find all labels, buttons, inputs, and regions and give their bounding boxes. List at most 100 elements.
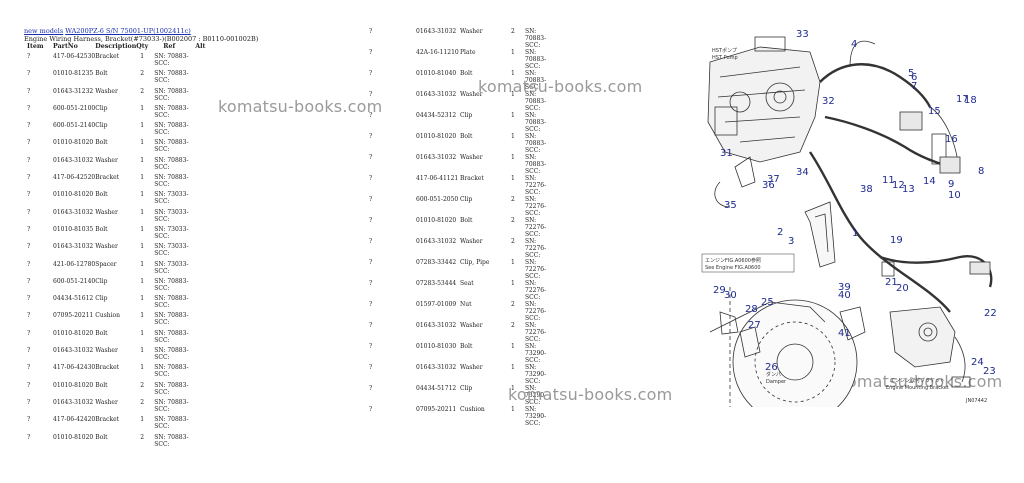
- breadcrumb-link-new-models[interactable]: new models: [24, 27, 64, 35]
- cell-item: ?: [27, 87, 31, 95]
- cell-partno: 01010-81020: [416, 217, 457, 224]
- callout-40: 40: [838, 290, 851, 301]
- cell-ref: SN: 70883-SCC:: [525, 112, 547, 133]
- cell-partno: 417-06-42530: [53, 53, 96, 60]
- cell-qty: 1: [511, 91, 515, 98]
- cell-partno: 04434-52312: [416, 112, 457, 119]
- cell-description: Washer: [95, 87, 118, 95]
- cell-description: Washer: [95, 156, 118, 164]
- cell-qty: 1: [511, 133, 515, 140]
- cell-item: ?: [27, 398, 31, 406]
- cell-partno: 01597-01009: [416, 301, 457, 308]
- cell-description: Bracket: [95, 174, 120, 182]
- cell-item: ?: [27, 53, 31, 60]
- cell-partno: 417-06-42430: [53, 364, 96, 372]
- callout-11: 11: [882, 175, 895, 186]
- callout-34: 34: [796, 167, 809, 178]
- callout-38: 38: [860, 184, 873, 195]
- cell-ref: SN: 72276-SCC:: [525, 280, 547, 301]
- cell-description: Clip: [95, 277, 108, 285]
- cell-item: ?: [27, 312, 31, 320]
- cell-qty: 2: [140, 433, 145, 441]
- cell-ref: SN: 73290-SCC:: [525, 406, 547, 427]
- cell-ref: SN: 70883-SCC:: [154, 398, 189, 413]
- callout-5: 5: [908, 68, 914, 79]
- cell-partno: 01010-81020: [53, 433, 94, 441]
- callout-28: 28: [745, 304, 758, 315]
- cell-description: Spacer: [95, 260, 117, 268]
- cell-qty: 1: [140, 191, 145, 199]
- cell-partno: 421-06-12780: [53, 260, 96, 268]
- cell-partno: 417-06-42420: [53, 416, 96, 424]
- cell-partno: 600-051-2140: [53, 277, 96, 285]
- cell-description: Bolt: [95, 70, 108, 78]
- callout-19: 19: [890, 235, 903, 246]
- page-subtitle: Engine Wiring Harness, Bracket(#73033-)(…: [24, 35, 259, 43]
- cell-ref: SN: 73290-SCC:: [525, 364, 547, 385]
- label-pump-en: HST Pump: [712, 55, 738, 61]
- callout-33: 33: [796, 29, 809, 40]
- cell-partno: 600-051-2100: [53, 104, 96, 112]
- col-header-qty: Qty: [136, 43, 149, 50]
- cell-partno: 01010-81020: [53, 381, 94, 389]
- cell-item: ?: [369, 217, 373, 224]
- cell-qty: 1: [140, 156, 145, 164]
- cell-qty: 2: [140, 70, 145, 78]
- breadcrumb-link-model[interactable]: WA200PZ-6 S/N 75001-UP(1002411c): [65, 27, 191, 35]
- cell-item: ?: [369, 364, 373, 371]
- cell-item: ?: [369, 154, 373, 161]
- cell-ref: SN: 70883-SCC:: [154, 104, 189, 119]
- cell-partno: 07095-20211: [416, 406, 457, 413]
- cell-item: ?: [27, 191, 31, 199]
- cell-item: ?: [27, 416, 31, 424]
- cell-item: ?: [369, 301, 373, 308]
- cell-item: ?: [369, 238, 373, 245]
- cell-description: Washer: [95, 347, 118, 355]
- cell-item: ?: [27, 347, 31, 355]
- cell-qty: 2: [140, 87, 145, 95]
- cell-qty: 1: [511, 49, 515, 56]
- cell-ref: SN: 70883-SCC:: [525, 133, 547, 154]
- cell-qty: 1: [511, 175, 515, 182]
- cell-ref: SN: 70883-SCC:: [154, 347, 189, 362]
- cell-qty: 2: [511, 196, 515, 203]
- cell-partno: 01643-31032: [416, 28, 457, 35]
- cell-ref: SN: 73033-SCC:: [154, 260, 189, 275]
- callout-13: 13: [902, 184, 915, 195]
- callout-12: 12: [892, 180, 905, 191]
- cell-partno: 04434-51712: [416, 385, 457, 392]
- callout-32: 32: [822, 96, 835, 107]
- cell-qty: 1: [140, 122, 145, 130]
- cell-qty: 1: [140, 347, 145, 355]
- callout-39: 39: [838, 282, 851, 293]
- cell-partno: 07283-53444: [416, 280, 457, 287]
- cell-partno: 07283-33442: [416, 259, 457, 266]
- cell-ref: SN: 72276-SCC:: [525, 217, 547, 238]
- cell-description: Clip: [460, 112, 473, 119]
- cell-description: Bracket: [95, 364, 120, 372]
- cell-partno: 417-06-41121: [416, 175, 459, 182]
- callout-37: 37: [767, 174, 780, 185]
- cell-qty: 1: [511, 112, 515, 119]
- cell-partno: 01010-81020: [416, 133, 457, 140]
- exploded-parts-diagram: エンジンFIG.A0600参照 See Engine FIG.A0600 HST…: [701, 29, 997, 407]
- cell-partno: 01010-81020: [53, 329, 94, 337]
- cell-ref: SN: 70883-SCC:: [154, 416, 189, 431]
- cell-qty: 1: [511, 406, 515, 413]
- cell-qty: 1: [511, 364, 515, 371]
